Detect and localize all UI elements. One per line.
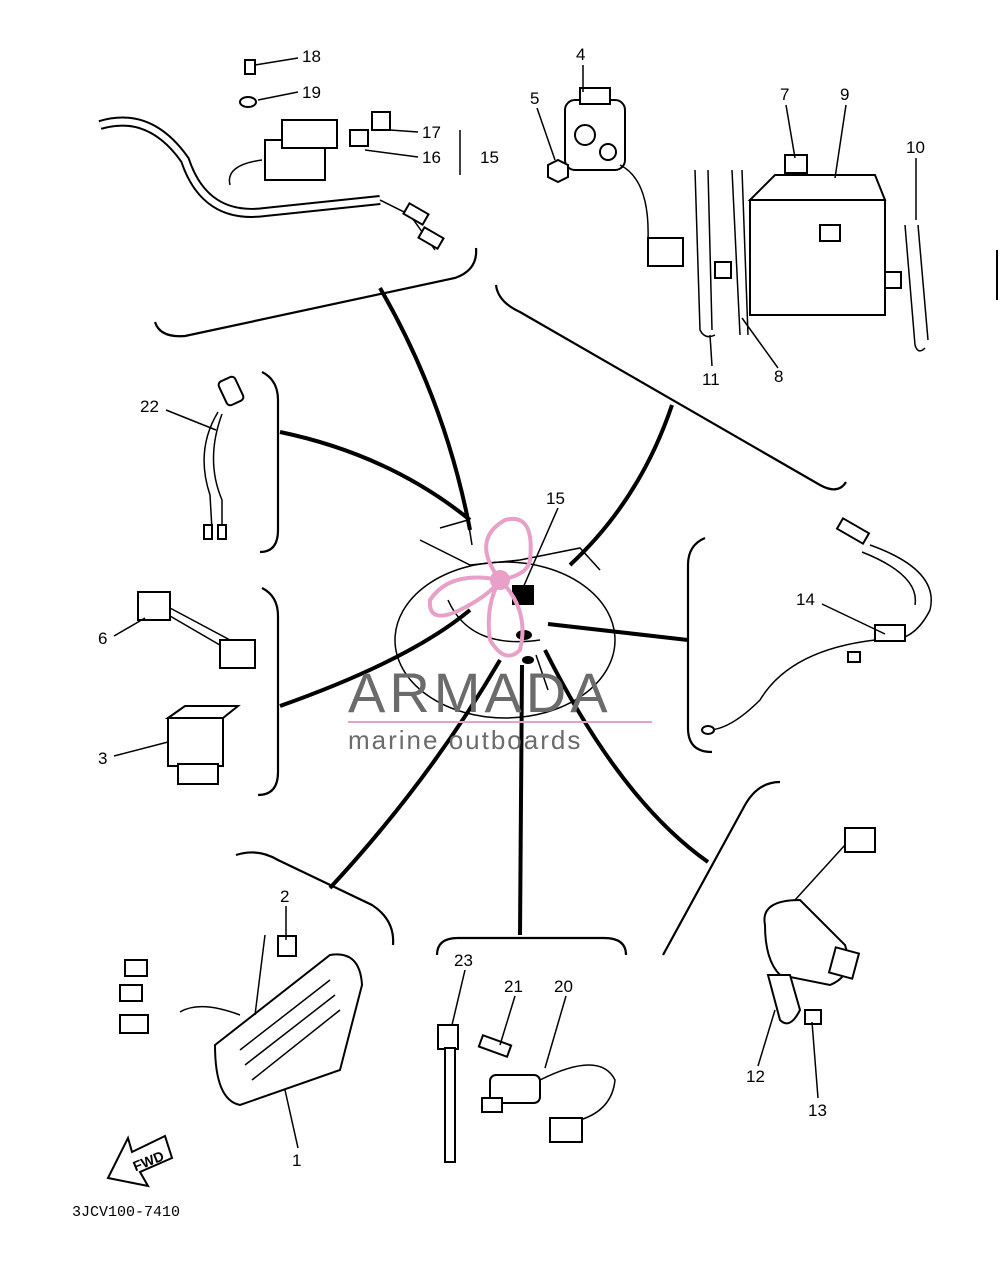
- callout-21: 21: [504, 977, 523, 996]
- relay-3: [164, 705, 241, 785]
- callout-8: 8: [774, 367, 783, 386]
- watermark-propeller: [427, 516, 533, 658]
- neutral-switch-20: [477, 1033, 616, 1143]
- callout-23: 23: [454, 951, 473, 970]
- lead-wire-6: [137, 591, 256, 669]
- sensor-switch-22: [203, 375, 245, 540]
- callout-2: 2: [280, 887, 289, 906]
- callout-10: 10: [906, 138, 925, 157]
- callout-3: 3: [98, 749, 107, 768]
- callout-20: 20: [554, 977, 573, 996]
- callout-15-center: 15: [546, 489, 565, 508]
- group-frames: [153, 247, 847, 956]
- callout-13: 13: [808, 1101, 827, 1120]
- callout-leaders: [113, 57, 917, 1149]
- thermo-switch-14: [701, 516, 932, 735]
- watermark-brand: ARMADA: [348, 661, 612, 724]
- fwd-arrow: FWD: [106, 1134, 174, 1188]
- starter-relay-assembly: [547, 87, 684, 267]
- callout-18: 18: [302, 47, 321, 66]
- vehicle-frame-sketch: [394, 519, 616, 719]
- callout-9: 9: [840, 85, 849, 104]
- callout-17: 17: [422, 123, 441, 142]
- callout-6: 6: [98, 629, 107, 648]
- callout-labels: 18 19 17 16 15 4 5 7 9 10 11 8 22 15 6 3…: [98, 45, 925, 1170]
- heavy-leader-lines: [279, 286, 710, 936]
- callout-11: 11: [702, 370, 720, 389]
- cable-tie-23: [437, 1024, 459, 1163]
- callout-14: 14: [796, 590, 815, 609]
- callout-22: 22: [140, 397, 159, 416]
- callout-19: 19: [302, 83, 321, 102]
- wire-harness-fuse-assembly: [98, 59, 445, 251]
- callout-16: 16: [422, 148, 441, 167]
- watermark-tagline: marine outboards: [348, 725, 582, 755]
- rectifier-regulator-1: [119, 934, 364, 1107]
- callout-1: 1: [292, 1151, 301, 1170]
- diagram-code: 3JCV100-7410: [72, 1204, 180, 1221]
- callout-5: 5: [530, 89, 539, 108]
- callout-12: 12: [746, 1067, 765, 1086]
- battery-assembly: [694, 154, 929, 352]
- main-switch-12: [763, 827, 876, 1025]
- watermark: ARMADA marine outboards: [348, 661, 652, 755]
- callout-15-top: 15: [480, 148, 499, 167]
- callout-4: 4: [576, 45, 585, 64]
- callout-7: 7: [780, 85, 789, 104]
